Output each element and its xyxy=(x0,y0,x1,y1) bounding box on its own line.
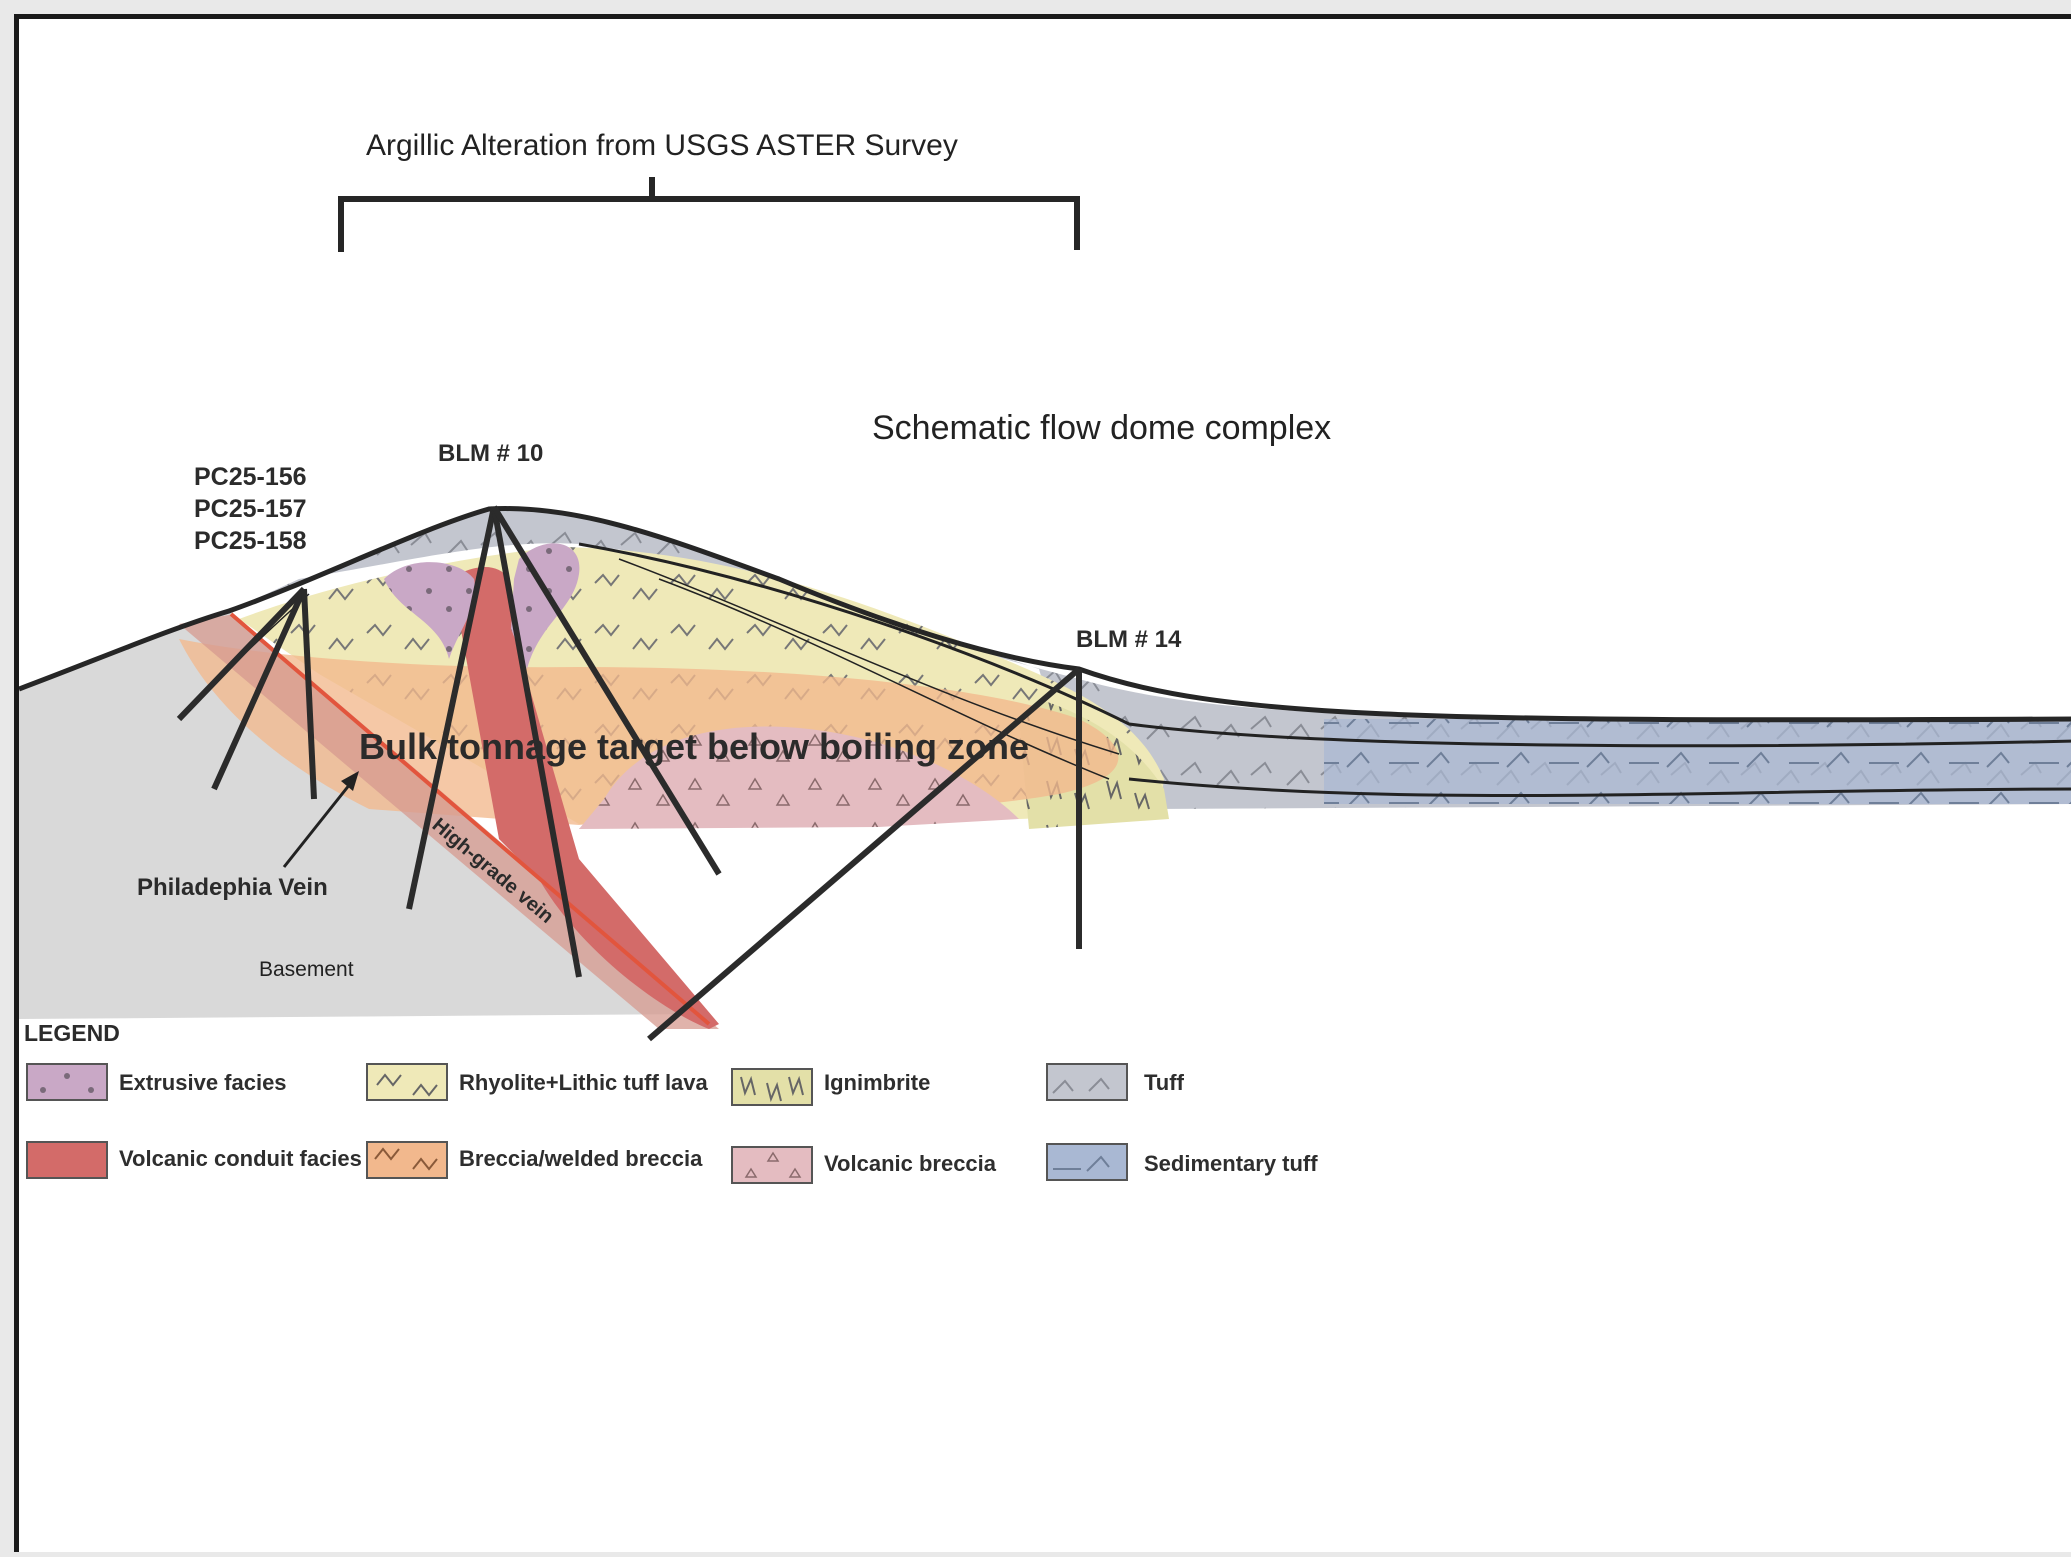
drill-label-pc-2: PC25-157 xyxy=(194,495,307,523)
legend-label-sedimentary-tuff: Sedimentary tuff xyxy=(1144,1151,1318,1176)
drill-label-blm-10: BLM # 10 xyxy=(438,440,543,467)
legend-label-rhyolite: Rhyolite+Lithic tuff lava xyxy=(459,1070,709,1095)
layer-line-4 xyxy=(658,578,1110,780)
legend-item-breccia-welded: Breccia/welded breccia xyxy=(366,1141,703,1179)
layer-line-3 xyxy=(618,558,1120,755)
legend-label-conduit: Volcanic conduit facies xyxy=(119,1146,362,1171)
legend-item-sedimentary-tuff: Sedimentary tuff xyxy=(1046,1143,1318,1181)
legend-item-conduit: Volcanic conduit facies xyxy=(26,1141,362,1179)
layer-line-2 xyxy=(1128,777,2071,798)
legend-item-rhyolite: Rhyolite+Lithic tuff lava xyxy=(366,1063,709,1101)
basement-label: Basement xyxy=(259,958,354,981)
legend-label-breccia-welded: Breccia/welded breccia xyxy=(459,1146,703,1171)
legend-item-extrusive: Extrusive facies xyxy=(26,1063,287,1101)
ground-surface xyxy=(19,506,2071,723)
vein-name-label: Philadephia Vein xyxy=(137,874,328,901)
layer-line-1 xyxy=(578,542,2071,748)
drill-trace-blm14-2 xyxy=(647,666,1081,1042)
legend-label-ignimbrite: Ignimbrite xyxy=(824,1070,930,1095)
legend-swatch-tuff xyxy=(1046,1063,1128,1101)
drill-trace-pc-2 xyxy=(211,587,307,791)
drill-trace-blm10-1 xyxy=(406,506,497,910)
sedimentary-tuff-pattern xyxy=(1324,719,2071,804)
legend-swatch-conduit xyxy=(26,1141,108,1179)
target-annotation: Bulk tonnage target below boiling zone xyxy=(359,726,1029,767)
legend-item-ignimbrite: Ignimbrite xyxy=(731,1068,930,1106)
vein-pointer-arrow xyxy=(282,778,356,868)
legend-heading: LEGEND xyxy=(24,1020,120,1046)
diagram-frame: Argillic Alteration from USGS ASTER Surv… xyxy=(14,14,2071,1552)
drill-trace-blm10-3 xyxy=(491,505,722,876)
legend-label-volcanic-breccia: Volcanic breccia xyxy=(824,1151,997,1176)
legend-label-tuff: Tuff xyxy=(1144,1070,1185,1095)
drill-trace-blm10-2 xyxy=(491,506,582,978)
cross-section-diagram: Argillic Alteration from USGS ASTER Surv… xyxy=(19,129,2071,1184)
title-bracket xyxy=(338,196,1080,252)
legend-item-volcanic-breccia: Volcanic breccia xyxy=(731,1146,997,1184)
drill-trace-pc-3 xyxy=(301,588,317,800)
extrusive-facies-pattern-1 xyxy=(384,562,475,659)
volcanic-breccia-pattern xyxy=(579,726,1019,829)
legend-swatch-breccia-welded xyxy=(366,1141,448,1179)
legend-label-extrusive: Extrusive facies xyxy=(119,1070,287,1095)
drill-label-pc-3: PC25-158 xyxy=(194,527,307,555)
legend-item-tuff: Tuff xyxy=(1046,1063,1185,1101)
title: Argillic Alteration from USGS ASTER Surv… xyxy=(366,129,958,162)
legend-swatch-extrusive xyxy=(26,1063,108,1101)
legend-swatch-sedimentary-tuff xyxy=(1046,1143,1128,1181)
drill-trace-pc-1 xyxy=(176,586,307,722)
drill-label-blm-14: BLM # 14 xyxy=(1076,626,1182,653)
vein-arrow-head xyxy=(341,771,359,791)
drill-label-pc-1: PC25-156 xyxy=(194,463,307,491)
subtitle: Schematic flow dome complex xyxy=(872,409,1331,447)
extrusive-facies-pattern-2 xyxy=(511,543,580,669)
